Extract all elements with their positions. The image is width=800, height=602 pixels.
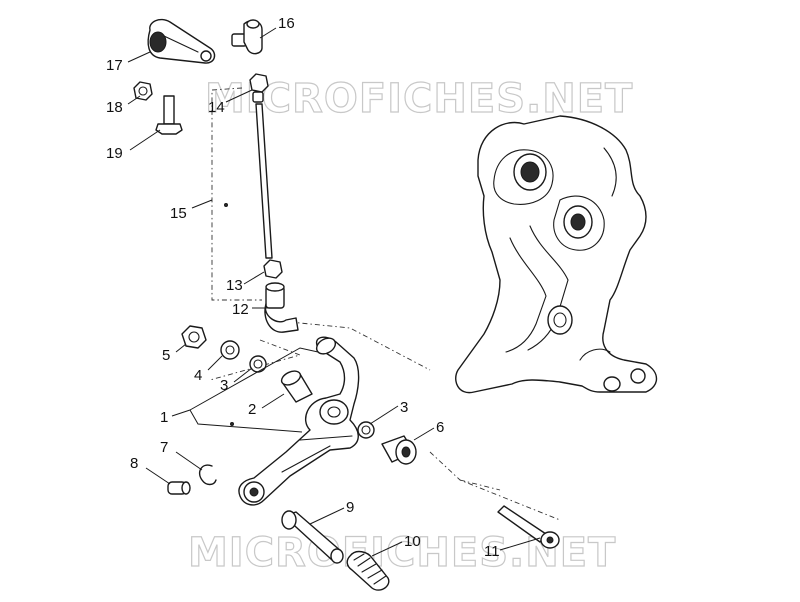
callout-15: 15	[170, 205, 187, 222]
part-18-nut	[133, 81, 153, 101]
callout-18: 18	[106, 99, 123, 116]
part-2-bushing	[280, 370, 313, 403]
callout-2: 2	[248, 401, 256, 418]
part-13-nut	[263, 259, 283, 279]
callout-3a: 3	[220, 377, 228, 394]
part-11-bolt	[497, 505, 560, 549]
part-16-ball-joint	[231, 19, 263, 55]
part-19-bolt	[155, 95, 183, 135]
part-14-nut	[249, 73, 269, 103]
callout-17: 17	[106, 57, 123, 74]
main-bracket	[455, 115, 658, 394]
part-3-ring-upper	[249, 355, 267, 373]
part-5-nut	[181, 325, 207, 349]
callout-1: 1	[160, 409, 168, 426]
callout-9: 9	[346, 499, 354, 516]
part-8-pin	[167, 481, 191, 495]
part-10-rubber-footpeg	[346, 550, 390, 591]
leader-lines	[127, 27, 541, 557]
callout-11: 11	[484, 543, 500, 560]
part-1-shift-pedal	[230, 336, 360, 506]
part-4-washer	[220, 340, 240, 360]
part-6-pin	[381, 435, 417, 465]
callout-3b: 3	[400, 399, 408, 416]
callout-4: 4	[194, 367, 202, 384]
callout-19: 19	[106, 145, 123, 162]
callout-13: 13	[226, 277, 243, 294]
part-12-ball-joint	[264, 282, 299, 333]
part-3-ring-lower	[357, 421, 375, 439]
part-9-footrest-pin	[281, 510, 344, 564]
part-17-shift-arm	[147, 18, 216, 64]
callout-12: 12	[232, 301, 249, 318]
callout-6: 6	[436, 419, 444, 436]
callout-5: 5	[162, 347, 170, 364]
callout-7: 7	[160, 439, 168, 456]
part-15-rod	[224, 103, 273, 259]
callout-10: 10	[404, 533, 421, 550]
callouts: 16 17 18 14 19 15 13 12 5 4 3 2 1 3 6 7 …	[106, 15, 500, 560]
callout-8: 8	[130, 455, 138, 472]
part-7-circlip	[198, 464, 217, 486]
watermark-top: MICROFICHES.NET	[205, 76, 633, 122]
callout-14: 14	[208, 99, 225, 116]
callout-16: 16	[278, 15, 295, 32]
